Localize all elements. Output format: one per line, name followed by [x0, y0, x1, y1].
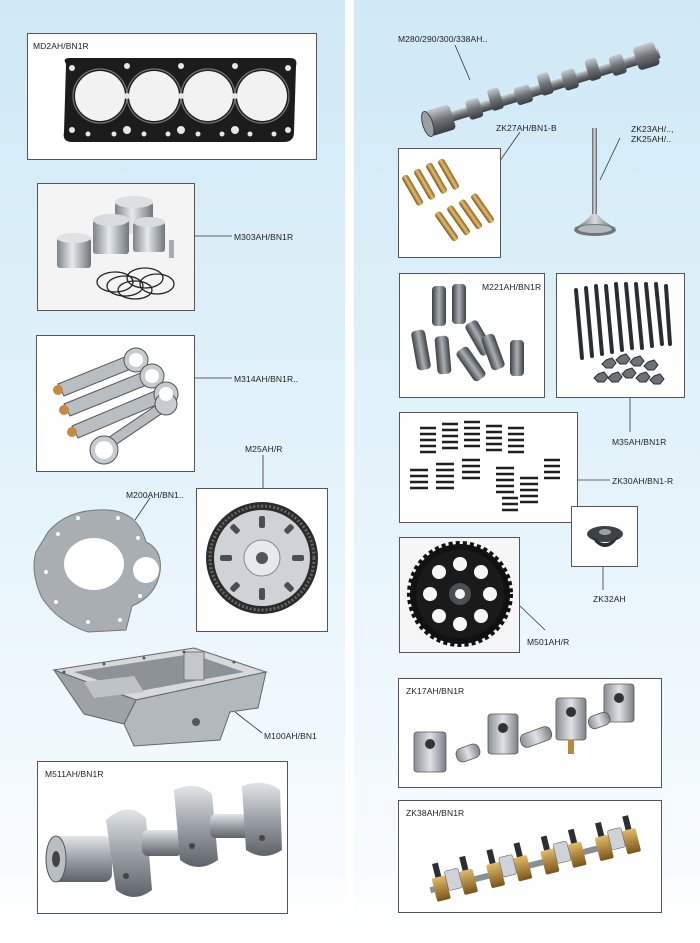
rocker-assembly-image	[429, 815, 641, 902]
label-md2: MD2AH/BN1R	[33, 41, 89, 51]
pushrods-image	[574, 282, 672, 385]
sprocket-image	[407, 541, 513, 647]
panel-zk30	[399, 412, 578, 523]
head-gasket-image	[63, 58, 297, 142]
label-m314: M314AH/BN1R..	[234, 374, 299, 384]
flywheel-image	[206, 502, 318, 614]
label-m200: M200AH/BN1..	[126, 490, 184, 500]
label-m221: M221AH/BN1R	[482, 282, 542, 292]
label-zk17: ZK17AH/BN1R	[406, 686, 465, 696]
label-m25: M25AH/R	[245, 444, 283, 454]
label-zk23-line1: ZK23AH/..,	[631, 124, 674, 134]
valve-image	[574, 128, 616, 236]
valve-guides-image	[402, 158, 495, 242]
valve-springs-image	[410, 420, 560, 512]
panel-zk27	[398, 148, 501, 258]
label-m280: M280/290/300/338AH..	[398, 34, 488, 44]
crankshaft-image	[45, 782, 282, 897]
label-zk27: ZK27AH/BN1-B	[496, 123, 557, 133]
label-zk30: ZK30AH/BN1-R	[612, 476, 674, 486]
label-zk23-line2: ZK25AH/..	[631, 134, 672, 144]
rocker-pedestals-image	[413, 683, 635, 773]
pistons-image	[57, 196, 175, 300]
camshaft-image	[421, 42, 661, 138]
oil-sump-image	[52, 647, 268, 747]
label-m303: M303AH/BN1R	[234, 232, 294, 242]
connecting-rods-image	[53, 347, 179, 465]
engine-plate-image	[33, 509, 161, 633]
label-zk32: ZK32AH	[593, 594, 626, 604]
label-zk38: ZK38AH/BN1R	[406, 808, 465, 818]
label-m35: M35AH/BN1R	[612, 437, 667, 447]
label-m100: M100AH/BN1	[264, 731, 317, 741]
label-m501: M501AH/R	[527, 637, 570, 647]
spring-retainer-image	[587, 526, 623, 547]
tappets-image	[411, 284, 524, 382]
label-m511: M511AH/BN1R	[45, 769, 104, 779]
